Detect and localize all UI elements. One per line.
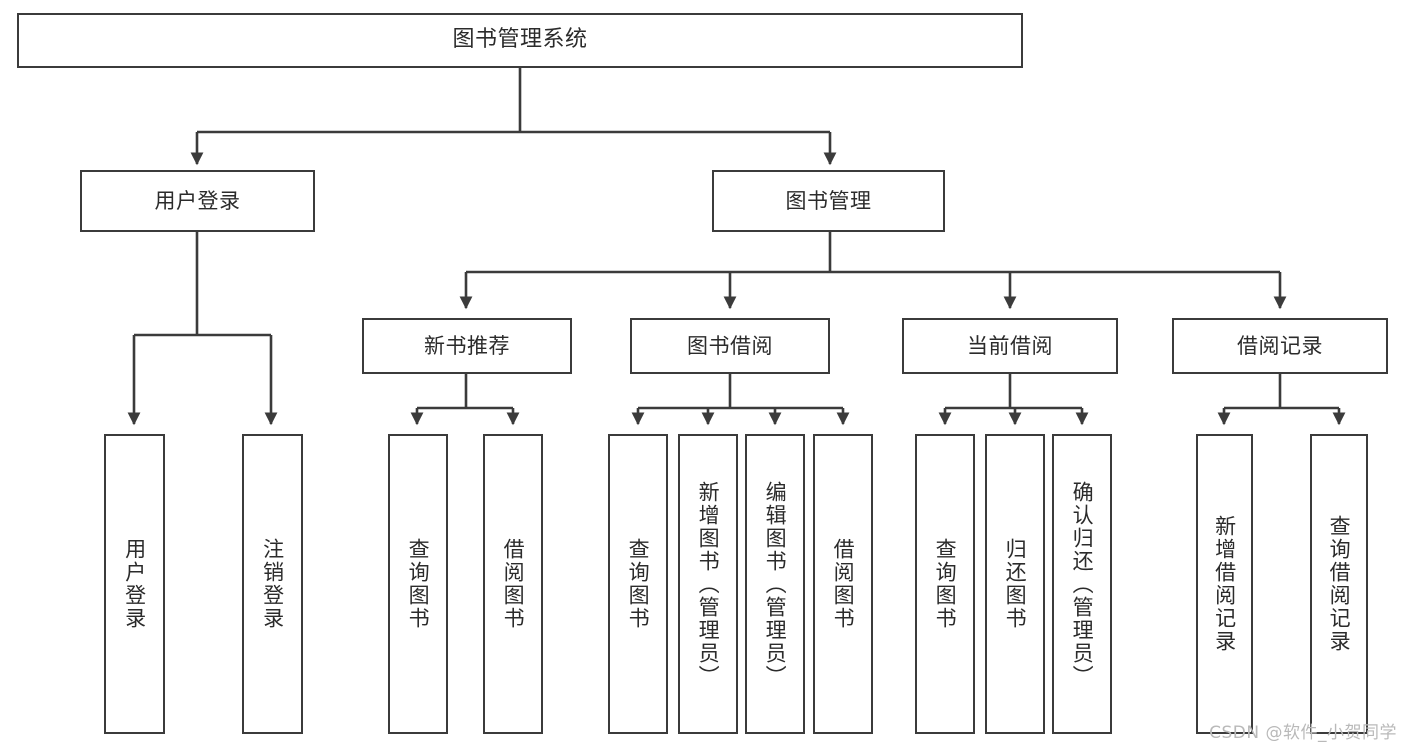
node-leaf-add-book-label: 新增图书（管理员）: [696, 480, 721, 688]
node-leaf-borrow-book-2[interactable]: 借阅图书: [813, 434, 873, 734]
node-borrow-record-label: 借阅记录: [1237, 333, 1323, 358]
node-leaf-query-record[interactable]: 查询借阅记录: [1310, 434, 1368, 734]
node-leaf-query-book-2-label: 查询图书: [626, 538, 651, 630]
node-leaf-add-book[interactable]: 新增图书（管理员）: [678, 434, 738, 734]
node-leaf-edit-book[interactable]: 编辑图书（管理员）: [745, 434, 805, 734]
node-book-borrow[interactable]: 图书借阅: [630, 318, 830, 374]
node-leaf-user-login-label: 用户登录: [122, 538, 147, 630]
node-leaf-borrow-book-1-label: 借阅图书: [501, 538, 526, 630]
node-new-book-recommend[interactable]: 新书推荐: [362, 318, 572, 374]
node-book-borrow-label: 图书借阅: [687, 333, 773, 358]
node-leaf-query-book-3-label: 查询图书: [933, 538, 958, 630]
node-leaf-query-book-1-label: 查询图书: [406, 538, 431, 630]
node-user-login-label: 用户登录: [154, 188, 241, 213]
node-leaf-return-book-label: 归还图书: [1003, 538, 1028, 630]
node-root[interactable]: 图书管理系统: [17, 13, 1023, 68]
node-user-login[interactable]: 用户登录: [80, 170, 315, 232]
node-leaf-logout-label: 注销登录: [260, 538, 285, 630]
node-book-manage-label: 图书管理: [785, 188, 872, 213]
node-borrow-record[interactable]: 借阅记录: [1172, 318, 1388, 374]
node-leaf-query-record-label: 查询借阅记录: [1327, 515, 1352, 653]
csdn-watermark: CSDN @软件_小贺同学: [1209, 723, 1397, 743]
node-leaf-borrow-book-1[interactable]: 借阅图书: [483, 434, 543, 734]
node-current-borrow[interactable]: 当前借阅: [902, 318, 1118, 374]
node-current-borrow-label: 当前借阅: [967, 333, 1053, 358]
node-root-label: 图书管理系统: [452, 27, 588, 53]
node-leaf-confirm-return-label: 确认归还（管理员）: [1070, 480, 1095, 688]
node-new-book-recommend-label: 新书推荐: [424, 333, 510, 358]
node-leaf-confirm-return[interactable]: 确认归还（管理员）: [1052, 434, 1112, 734]
node-leaf-query-book-3[interactable]: 查询图书: [915, 434, 975, 734]
node-leaf-add-record-label: 新增借阅记录: [1212, 515, 1237, 653]
node-leaf-edit-book-label: 编辑图书（管理员）: [763, 480, 788, 688]
node-leaf-add-record[interactable]: 新增借阅记录: [1196, 434, 1253, 734]
node-leaf-logout[interactable]: 注销登录: [242, 434, 303, 734]
node-book-manage[interactable]: 图书管理: [712, 170, 945, 232]
node-leaf-borrow-book-2-label: 借阅图书: [831, 538, 856, 630]
node-leaf-query-book-2[interactable]: 查询图书: [608, 434, 668, 734]
node-leaf-user-login[interactable]: 用户登录: [104, 434, 165, 734]
node-leaf-return-book[interactable]: 归还图书: [985, 434, 1045, 734]
node-leaf-query-book-1[interactable]: 查询图书: [388, 434, 448, 734]
